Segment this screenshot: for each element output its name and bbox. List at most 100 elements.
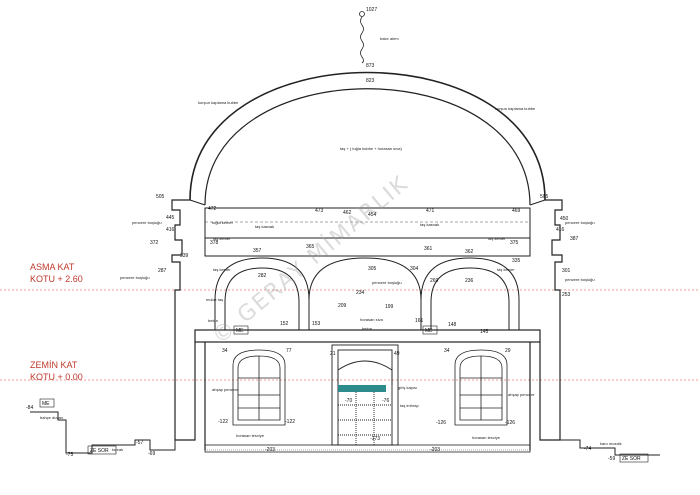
svg-text:ZE SOR: ZE SOR	[622, 456, 641, 462]
left-dim-378: 378	[210, 240, 219, 246]
drum-lower	[204, 237, 531, 257]
right-dim-469: 469	[512, 208, 521, 214]
ground-dim-29: 29	[505, 348, 511, 354]
ground-dim-126a: -126	[436, 420, 446, 426]
left-dim-372: 372	[150, 240, 159, 246]
label-horasan-l: horasan tesviye	[236, 433, 265, 438]
left-dim-445: 445	[166, 215, 175, 221]
me-box-center: ME	[422, 325, 438, 335]
mid-dim-269: 269	[430, 278, 439, 284]
arches	[214, 257, 520, 330]
mid-dim-305: 305	[368, 266, 377, 272]
label-horasan-siva: horasan sıva	[360, 317, 384, 322]
ground-dim-84: -84	[26, 405, 33, 411]
label-pencere-l1: pencere boşluğu	[132, 220, 162, 225]
window-right	[454, 349, 508, 426]
level-mezzanine-name: ASMA KAT	[30, 262, 75, 272]
mid-dim-282: 282	[258, 273, 267, 279]
label-horasan-r: horasan tesviye	[472, 435, 501, 440]
dome-cover-right: kurşun kaplama kubbe	[495, 106, 536, 111]
floor-slab	[194, 329, 541, 343]
ground-dim-34b: 34	[444, 348, 450, 354]
ground-dim-70: -70	[345, 398, 352, 404]
mid-dim-361: 361	[424, 246, 433, 252]
label-toprak: toprak	[112, 447, 123, 452]
left-dim-287: 287	[158, 268, 167, 274]
me-box-left: ME	[233, 325, 249, 335]
mid-dim-362: 362	[465, 249, 474, 255]
right-dim-416: 416	[556, 227, 565, 233]
mid-dim-473: 473	[315, 208, 324, 214]
finial-label: bakır alem	[380, 36, 399, 41]
label-pencere-l2: pencere boşluğu	[120, 275, 150, 280]
mid-dim-234: 234	[356, 290, 365, 296]
mid-dim-152: 152	[280, 321, 289, 327]
ground-dim-34a: 34	[222, 348, 228, 354]
mid-dim-161: 161	[415, 318, 424, 324]
label-tas-kasnak-l: taş kasnak	[255, 224, 274, 229]
level-ground-elev: KOTU + 0.00	[30, 372, 83, 382]
watermark: © GERAY MİMARLIK	[207, 170, 414, 349]
dome-cover-left: kurşun kaplama kubbe	[198, 100, 239, 105]
mid-dim-471: 471	[426, 208, 435, 214]
mid-dim-462: 462	[343, 210, 352, 216]
ground-dim-76: -76	[382, 398, 389, 404]
label-ahsap-r: ahşap pencere	[508, 392, 535, 397]
mid-dim-209: 209	[338, 303, 347, 309]
level-mezzanine-elev: KOTU + 2.60	[30, 274, 83, 284]
ground-dim-173: -173	[370, 436, 380, 442]
left-dim-416: 416	[166, 227, 175, 233]
ground-dim-77: 77	[286, 348, 292, 354]
mid-dim-357: 357	[253, 248, 262, 254]
label-tugla-kemer: tuğla kemer	[212, 220, 234, 225]
outside-ground	[30, 411, 660, 456]
mid-dim-199: 199	[385, 304, 394, 310]
ground-dim-122a: -122	[218, 419, 228, 425]
label-beton-c: beton	[362, 326, 372, 331]
label-tas-kemer-r2: taş kemer	[497, 267, 515, 272]
label-tas-kasnak-r: taş kasnak	[420, 222, 439, 227]
ground-dim-203b: -203	[430, 447, 440, 453]
ground-dim-21: 21	[330, 351, 336, 357]
right-dim-375: 375	[510, 240, 519, 246]
mid-dim-365: 365	[306, 244, 315, 250]
ground-dim-75: -75	[66, 452, 73, 458]
svg-text:ZE SOR: ZE SOR	[90, 448, 109, 454]
window-left	[232, 349, 286, 426]
ground-walls	[174, 330, 561, 450]
label-moloz-tas: moloz taş	[206, 297, 223, 302]
ground-dim-57: -57	[136, 440, 143, 446]
label-tas-kemer-l2: taş kemer	[213, 267, 231, 272]
ground-dim-49: 49	[394, 351, 400, 357]
finial-elevation: 1027	[366, 7, 377, 13]
dome-inner	[204, 88, 531, 206]
svg-text:ME: ME	[42, 401, 50, 407]
right-dim-505: 505	[540, 194, 549, 200]
label-pencere-r1: pencere boşluğu	[565, 220, 595, 225]
dome-outer	[189, 71, 546, 201]
right-dim-387: 387	[570, 236, 579, 242]
ground-dim-122b: -122	[285, 419, 295, 425]
ground-dim-126b: -126	[505, 420, 515, 426]
left-dim-505: 505	[156, 194, 165, 200]
label-tas-kemer-r: taş kemer	[488, 236, 506, 241]
label-giris-kapisi: giriş kapısı	[398, 385, 417, 390]
right-dim-450: 450	[560, 216, 569, 222]
mid-dim-236: 236	[465, 278, 474, 284]
label-kare-moozik: karo mozaik	[600, 441, 622, 446]
level-ground-name: ZEMİN KAT	[30, 360, 78, 370]
ground-floor	[204, 444, 531, 453]
label-bahce-duvari: bahçe duvarı	[40, 415, 63, 420]
svg-text:ME: ME	[425, 328, 433, 334]
label-tas-imhrap: taş imhrap	[400, 403, 419, 408]
side-walls-upper	[171, 199, 563, 330]
mid-dim-304: 304	[410, 266, 419, 272]
label-beton-l: beton	[208, 318, 218, 323]
ze-box-left: ZE SOR	[87, 445, 117, 455]
label-tas-kemer-l: taş kemer	[213, 236, 231, 241]
label-ahsap-l: ahşap pencere	[212, 387, 239, 392]
left-dim-472: 472	[208, 206, 217, 212]
ground-dim-69: -69	[148, 451, 155, 457]
mid-dim-454: 454	[368, 212, 377, 218]
